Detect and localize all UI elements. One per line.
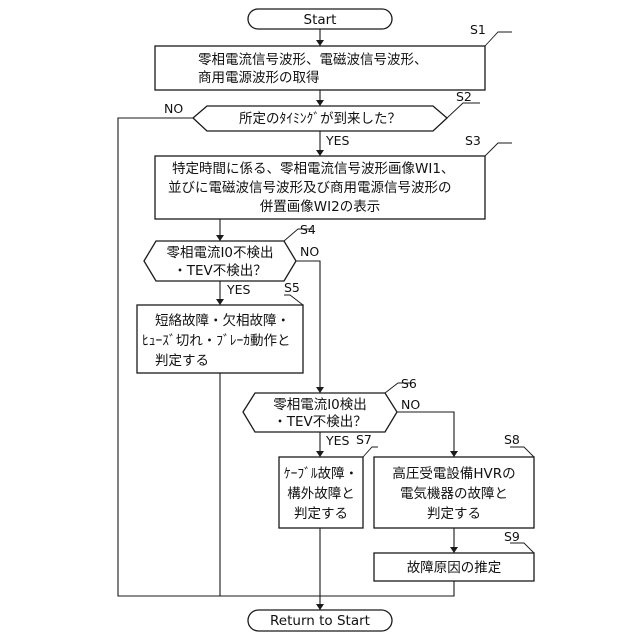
- s8-line-2: 電気機器の故障と: [400, 486, 508, 502]
- s6-no-label: NO: [401, 397, 420, 412]
- s8-step-id: S8: [504, 432, 520, 447]
- s6-yes-label: YES: [325, 433, 350, 448]
- s1-line-2: 商用電源波形の取得: [198, 69, 320, 86]
- s7-step-id: S7: [356, 432, 372, 447]
- s8-line-3: 判定する: [427, 506, 481, 522]
- s9-step-id: S9: [504, 529, 520, 544]
- s6-step-id: S6: [401, 376, 417, 391]
- end-label: Return to Start: [270, 613, 370, 629]
- s2-step-id: S2: [456, 89, 472, 104]
- s3-line-2: 並びに電磁波信号波形及び商用電源信号波形の: [168, 180, 452, 196]
- step-s1: 零相電流信号波形、電磁波信号波形、 商用電源波形の取得 S1: [155, 22, 512, 90]
- s5-line-3: 判定する: [155, 353, 209, 369]
- s5-step-id: S5: [284, 280, 300, 295]
- s5-line-2: ﾋｭｰｽﾞ切れ・ﾌﾞﾚｰｶ動作と: [142, 333, 291, 349]
- start-terminal: Start: [248, 9, 392, 29]
- s3-step-id: S3: [465, 133, 481, 148]
- s3-line-1: 特定時間に係る、零相電流信号波形画像WI1、: [172, 161, 454, 177]
- s7-line-1: ｹｰﾌﾞﾙ故障・: [284, 466, 358, 482]
- s4-no-label: NO: [300, 244, 319, 259]
- s7-line-2: 構外故障と: [287, 486, 355, 502]
- s4-line-1: 零相電流I0不検出: [166, 245, 273, 261]
- s4-step-id: S4: [300, 222, 316, 237]
- s4-yes-label: YES: [226, 282, 251, 297]
- s2-no-label: NO: [164, 101, 183, 116]
- s5-line-1: 短絡故障・欠相故障・: [155, 313, 290, 329]
- s2-question: 所定のﾀｲﾐﾝｸﾞが到来した？: [239, 111, 401, 127]
- end-terminal: Return to Start: [248, 610, 392, 631]
- step-s2-decision: 所定のﾀｲﾐﾝｸﾞが到来した？ S2 NO YES: [164, 89, 480, 148]
- s4-line-2: ・TEV不検出？: [173, 263, 267, 279]
- s6-line-1: 零相電流I0検出: [273, 397, 367, 413]
- s7-line-3: 判定する: [294, 506, 348, 522]
- s9-label: 故障原因の推定: [407, 560, 502, 576]
- s1-line-1: 零相電流信号波形、電磁波信号波形、: [198, 52, 428, 68]
- s2-yes-label: YES: [325, 133, 350, 148]
- s1-step-id: S1: [470, 22, 486, 37]
- s6-line-2: ・TEV不検出？: [273, 414, 367, 430]
- s8-line-1: 高圧受電設備HVRの: [392, 465, 515, 482]
- step-s6-decision: 零相電流I0検出 ・TEV不検出？ S6 NO YES: [243, 376, 420, 448]
- start-label: Start: [304, 12, 337, 28]
- s3-line-3: 併置画像WI2の表示: [260, 199, 380, 215]
